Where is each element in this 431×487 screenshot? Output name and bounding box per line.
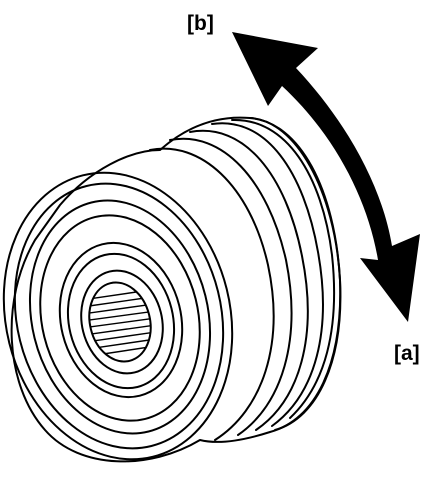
label-b: [b] [187,12,214,35]
groove-3 [189,129,309,431]
bore-outline [88,281,152,363]
front-ring-3 [28,199,212,435]
groove-1 [149,147,275,441]
front-ring-5 [58,241,184,399]
front-ring-4 [39,214,201,422]
pulley-front-face [2,171,234,461]
rotation-arrow [232,32,420,322]
splined-bore [81,281,157,363]
groove-4 [211,122,324,427]
pulley-body [10,116,342,463]
back-rim [249,117,342,431]
front-ring-1 [2,171,234,461]
groove-2 [169,137,293,436]
hub-ring [80,269,164,375]
front-ring-2 [13,182,225,450]
spline-teeth [81,289,157,357]
label-a: [a] [394,342,420,365]
groove-5 [231,118,336,419]
front-ring-6 [66,252,176,390]
